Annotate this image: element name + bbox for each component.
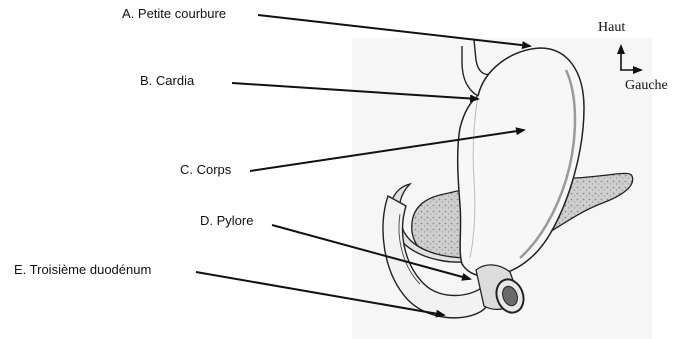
label-a-petite-courbure: A. Petite courbure bbox=[122, 6, 226, 21]
label-d-pylore: D. Pylore bbox=[200, 213, 253, 228]
label-b-cardia: B. Cardia bbox=[140, 73, 194, 88]
label-c-corps: C. Corps bbox=[180, 162, 231, 177]
orientation-label-haut: Haut bbox=[598, 20, 625, 36]
label-e-troisieme-duodenum: E. Troisième duodénum bbox=[14, 262, 151, 277]
orientation-label-gauche: Gauche bbox=[625, 78, 668, 94]
